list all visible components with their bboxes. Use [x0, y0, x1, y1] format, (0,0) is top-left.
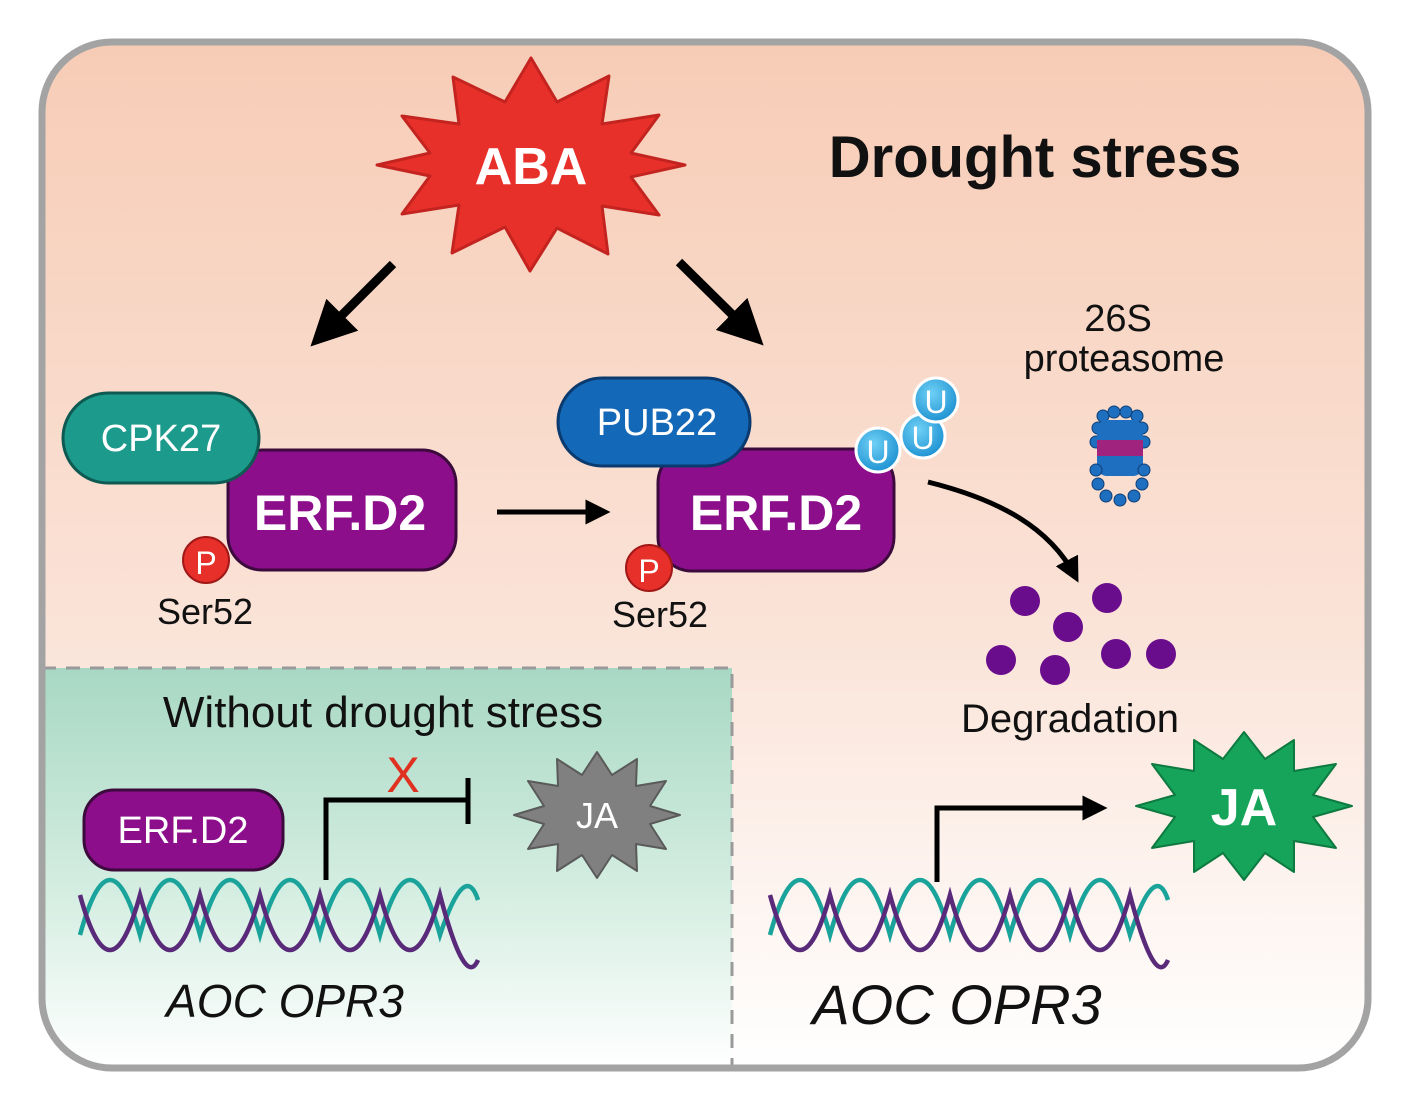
ja-burst-active: JA [1135, 731, 1353, 881]
dna-helix-right [767, 877, 1171, 970]
erf-protein-right [656, 447, 896, 573]
pub22-protein [556, 376, 752, 468]
erf-protein-left [226, 448, 458, 572]
aba-label: ABA [475, 138, 588, 196]
ja-label-inactive: JA [576, 795, 618, 836]
dna-helix-left [77, 877, 481, 970]
arrow-aba-to-pub22 [675, 258, 764, 346]
arrow-aba-to-cpk27 [310, 260, 397, 347]
ubiquitin-label-2: U [911, 420, 934, 456]
ubiquitin-1 [854, 426, 902, 474]
ubiquitin-3 [912, 376, 960, 424]
ubiquitin-chain: U U U [854, 376, 960, 474]
site-label-right: Ser52 [612, 594, 708, 635]
proteasome-label-line2: proteasome [1024, 338, 1225, 380]
gene-label-left: AOC OPR3 [163, 975, 404, 1027]
site-label-left: Ser52 [157, 591, 253, 632]
pub22-label: PUB22 [597, 402, 717, 444]
cpk27-protein [61, 391, 261, 485]
active-transcription-arrow [934, 795, 1108, 882]
phospho-badge-left [182, 536, 230, 584]
gene-label-right: AOC OPR3 [809, 973, 1101, 1036]
erf-cpk27-complex: ERF.D2 CPK27 P Ser52 [61, 391, 458, 632]
ubiquitin-label-3: U [924, 384, 947, 420]
erf-label-bound: ERF.D2 [118, 810, 249, 852]
degradation-fragments [986, 583, 1176, 685]
erf-label-right: ERF.D2 [690, 485, 862, 541]
erf-pub22-complex: ERF.D2 PUB22 P Ser52 U U U [556, 376, 960, 635]
ubiquitin-label-1: U [866, 434, 889, 470]
erf-label-left: ERF.D2 [254, 485, 426, 541]
title-text: Drought stress [829, 125, 1242, 190]
erf-protein-bound [82, 788, 285, 872]
degradation-label: Degradation [961, 697, 1179, 741]
aba-burst: ABA [375, 56, 687, 273]
inset-title: Without drought stress [163, 688, 603, 737]
phospho-label-left: P [195, 545, 216, 581]
cpk27-label: CPK27 [101, 418, 221, 460]
phospho-badge-right [625, 544, 673, 592]
ja-label-active: JA [1211, 779, 1277, 837]
proteasome-icon [1089, 405, 1151, 507]
ja-burst-inactive: JA [513, 751, 681, 879]
repressed-transcription-arrow [323, 797, 466, 880]
blocked-mark: X [386, 747, 419, 803]
proteasome-label-line1: 26S [1084, 298, 1152, 340]
arrow-to-degradation [927, 479, 1079, 583]
inset-dashed-border [42, 666, 734, 1068]
phospho-label-right: P [638, 553, 659, 589]
